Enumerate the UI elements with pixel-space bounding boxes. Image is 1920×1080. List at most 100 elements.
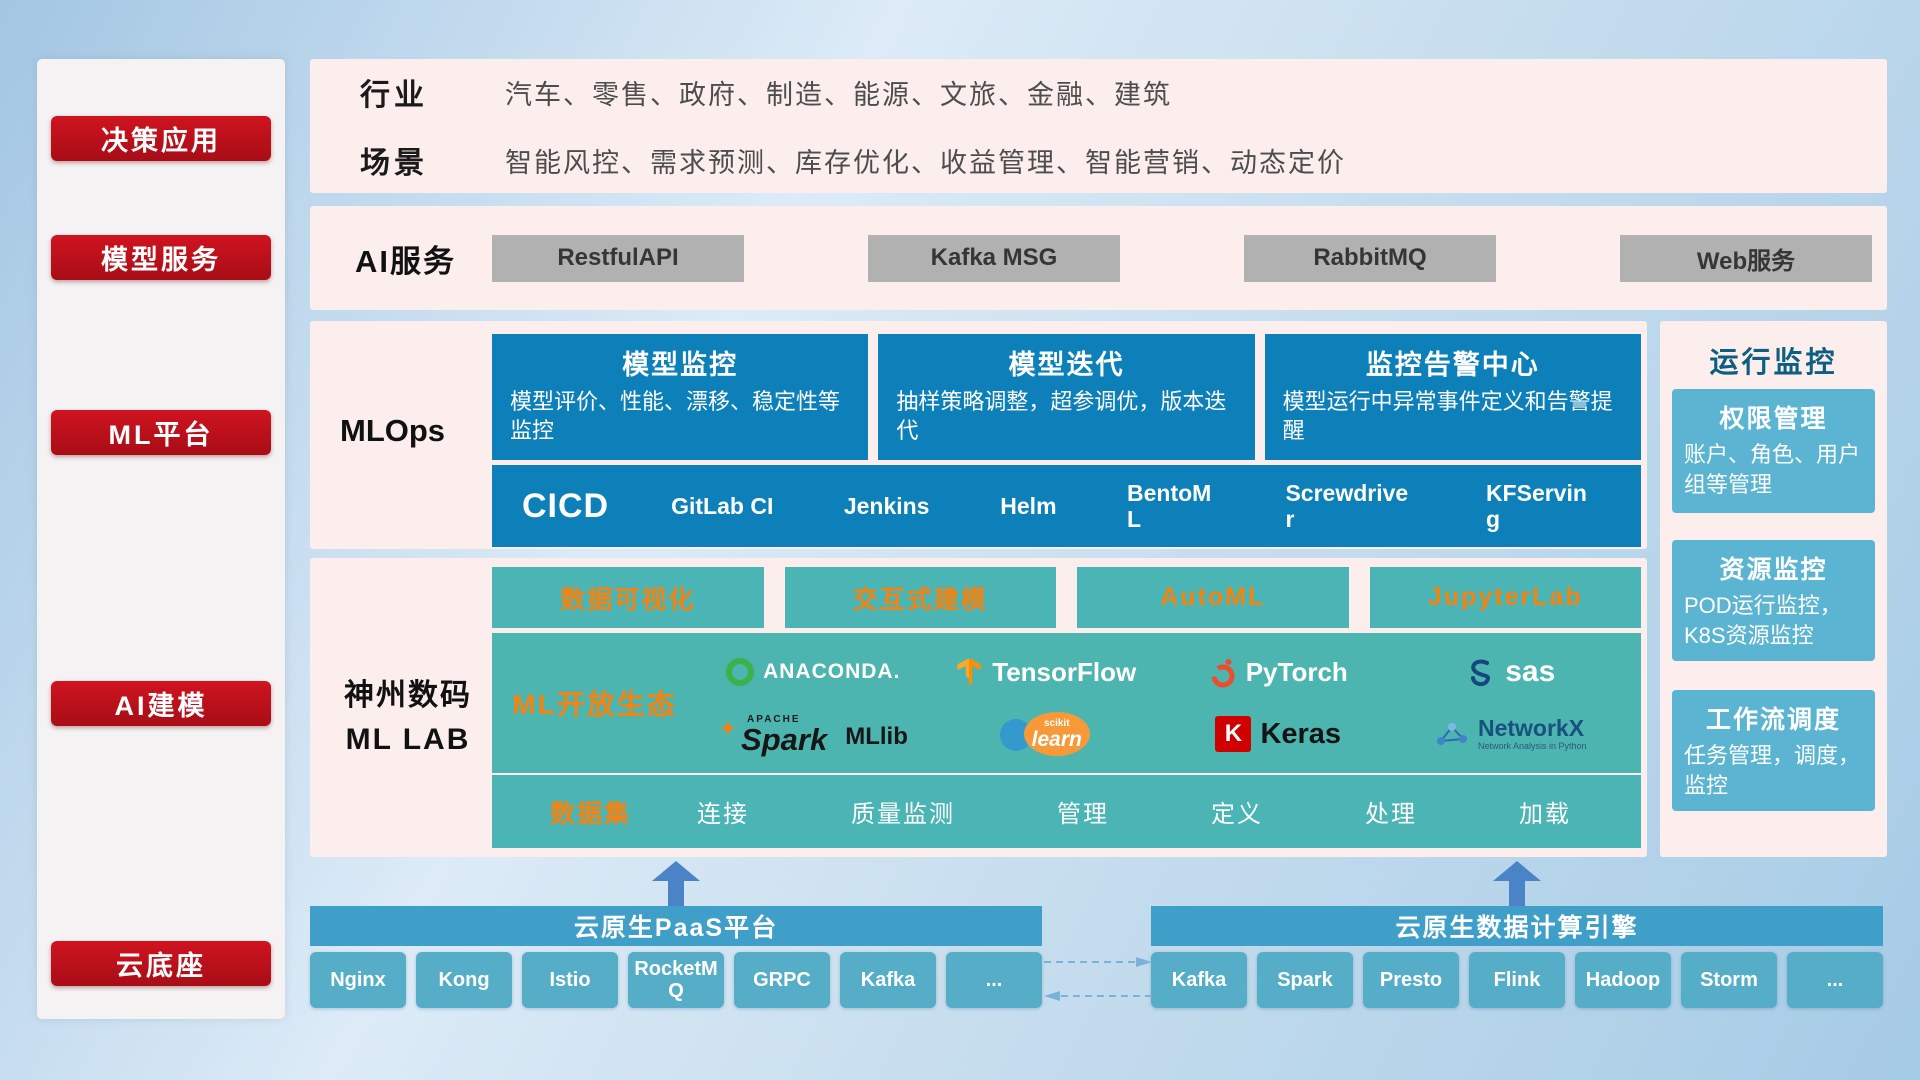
nav-ai-modeling: AI建模 [51, 681, 271, 726]
card-title: 监控告警中心 [1365, 350, 1540, 380]
dashed-flow-arrows [1044, 957, 1152, 1001]
sas-logo: sas [1395, 643, 1628, 701]
sas-text: sas [1505, 655, 1556, 688]
chip-grpc: GRPC [734, 952, 830, 1008]
keras-logo: K Keras [1162, 705, 1395, 763]
dataset-items: 连接 质量监测 管理 定义 处理 加载 [697, 794, 1641, 829]
monitor-card-workflow: 工作流调度 任务管理，调度，监控 [1672, 690, 1875, 811]
cicd-gitlab-ci: GitLab CI [671, 492, 774, 519]
service-kafka-msg: Kafka MSG [868, 234, 1120, 282]
sas-icon [1471, 659, 1491, 687]
dataset-define: 定义 [1211, 801, 1263, 828]
ai-service-panel: AI服务 RestfulAPI Kafka MSG RabbitMQ Web服务 [310, 206, 1887, 310]
mlops-panel: MLOps 模型监控 模型评价、性能、漂移、稳定性等监控 模型迭代 抽样策略调整… [310, 321, 1647, 549]
spark-text: Spark [741, 721, 828, 757]
mlops-label: MLOps [340, 413, 446, 448]
scenario-label: 场景 [360, 147, 428, 180]
card-title: 资源监控 [1719, 556, 1828, 584]
runtime-monitoring-title: 运行监控 [1709, 347, 1838, 379]
cicd-screwdriver: Screwdriver [1285, 479, 1409, 532]
card-desc: 模型运行中异常事件定义和告警提醒 [1282, 389, 1613, 444]
card-desc: POD运行监控，K8S资源监控 [1684, 593, 1842, 648]
chip-presto: Presto [1363, 952, 1459, 1008]
card-title: 权限管理 [1719, 405, 1828, 433]
card-title: 工作流调度 [1705, 706, 1841, 734]
networkx-subtext: Network Analysis in Python [1477, 741, 1587, 751]
mllab-label-line2: ML LAB [345, 722, 471, 756]
tool-jupyterlab: JupyterLab [1369, 567, 1641, 628]
card-title: 模型监控 [622, 350, 739, 380]
mllab-panel: 神州数码 ML LAB 数据可视化 交互式建模 AutoML JupyterLa… [310, 558, 1647, 857]
card-desc: 账户、角色、用户组等管理 [1684, 442, 1861, 497]
dataset-load: 加载 [1519, 801, 1571, 828]
keras-text: Keras [1260, 717, 1342, 750]
mllab-label-line1: 神州数码 [344, 679, 472, 712]
tool-interactive-modeling: 交互式建模 [784, 567, 1056, 628]
service-web: Web服务 [1620, 234, 1872, 282]
anaconda-logo: ANACONDA. [697, 643, 930, 701]
cicd-bar: CICD GitLab CI Jenkins Helm BentoML Scre… [492, 465, 1641, 547]
keras-icon: K [1215, 716, 1252, 752]
tensorflow-text: TensorFlow [992, 656, 1137, 687]
industry-label: 行业 [360, 79, 428, 112]
card-desc: 抽样策略调整，超参调优，版本迭代 [896, 389, 1227, 444]
ml-ecosystem-panel: ML开放生态 ANACONDA. TensorFlow [492, 633, 1641, 773]
cicd-title: CICD [522, 486, 610, 525]
mllab-tools: 数据可视化 交互式建模 AutoML JupyterLab [492, 567, 1641, 628]
networkx-text: NetworkX [1477, 715, 1585, 741]
dataset-connect: 连接 [697, 801, 749, 828]
scikit-learn-logo: scikit learn [930, 705, 1163, 763]
dataset-label: 数据集 [550, 799, 632, 828]
paas-platform-bar: 云原生PaaS平台 [310, 906, 1042, 946]
scenario-row: 场景 智能风控、需求预测、库存优化、收益管理、智能营销、动态定价 [360, 138, 1887, 182]
tensorflow-icon [957, 658, 982, 686]
dataset-manage: 管理 [1057, 801, 1109, 828]
engine-chips: Kafka Spark Presto Flink Hadoop Storm ..… [1151, 952, 1883, 1008]
chip-nginx: Nginx [310, 952, 406, 1008]
chip-storm: Storm [1681, 952, 1777, 1008]
industry-scenario-panel: 行业 汽车、零售、政府、制造、能源、文旅、金融、建筑 场景 智能风控、需求预测、… [310, 59, 1887, 193]
cicd-kfserving: KFServing [1485, 479, 1587, 532]
mlops-card-alert-center: 监控告警中心 模型运行中异常事件定义和告警提醒 [1264, 334, 1641, 460]
learn-text: learn [1031, 727, 1082, 751]
nav-decision-apps: 决策应用 [51, 116, 271, 161]
mlops-card-model-iteration: 模型迭代 抽样策略调整，超参调优，版本迭代 [878, 334, 1255, 460]
chip-istio: Istio [522, 952, 618, 1008]
chip-kafka: Kafka [1151, 952, 1247, 1008]
anaconda-icon [726, 658, 755, 686]
chip-kong: Kong [416, 952, 512, 1008]
cicd-jenkins: Jenkins [843, 492, 930, 519]
chip-flink: Flink [1469, 952, 1565, 1008]
chip-more: ... [946, 952, 1042, 1008]
spark-mllib-logo: ✦ APACHE Spark MLlib [697, 705, 930, 763]
scikit-learn-icon: scikit learn [999, 710, 1092, 758]
mllab-label: 神州数码 ML LAB [324, 674, 492, 761]
monitor-card-permissions: 权限管理 账户、角色、用户组等管理 [1672, 389, 1875, 513]
monitor-card-resources: 资源监控 POD运行监控，K8S资源监控 [1672, 540, 1875, 661]
apache-text: APACHE [747, 713, 801, 725]
chip-kafka: Kafka [840, 952, 936, 1008]
scenario-values: 智能风控、需求预测、库存优化、收益管理、智能营销、动态定价 [505, 147, 1346, 178]
mlops-card-model-monitoring: 模型监控 模型评价、性能、漂移、稳定性等监控 [492, 334, 869, 460]
up-arrow-engine [1493, 861, 1541, 906]
service-restfulapi: RestfulAPI [492, 234, 744, 282]
data-engine-bar: 云原生数据计算引擎 [1151, 906, 1883, 946]
cicd-items: GitLab CI Jenkins Helm BentoML Screwdriv… [609, 480, 1641, 533]
networkx-logo: NetworkX Network Analysis in Python [1395, 705, 1628, 763]
card-desc: 任务管理，调度，监控 [1684, 743, 1861, 798]
industry-row: 行业 汽车、零售、政府、制造、能源、文旅、金融、建筑 [360, 70, 1887, 114]
dataset-process: 处理 [1365, 801, 1417, 828]
industry-values: 汽车、零售、政府、制造、能源、文旅、金融、建筑 [505, 79, 1172, 110]
cicd-bentoml: BentoML [1127, 479, 1212, 532]
ai-service-buttons: RestfulAPI Kafka MSG RabbitMQ Web服务 [492, 234, 1872, 282]
left-nav-rail: 决策应用 模型服务 ML平台 AI建模 云底座 [37, 59, 285, 1019]
ai-service-label: AI服务 [355, 243, 456, 279]
networkx-icon [1436, 723, 1467, 745]
paas-chips: Nginx Kong Istio RocketMQ GRPC Kafka ... [310, 952, 1042, 1008]
mllib-text: MLlib [845, 723, 908, 751]
service-rabbitmq: RabbitMQ [1244, 234, 1496, 282]
nav-ml-platform: ML平台 [51, 410, 271, 455]
tensorflow-logo: TensorFlow [930, 643, 1163, 701]
pytorch-text: PyTorch [1245, 656, 1348, 687]
